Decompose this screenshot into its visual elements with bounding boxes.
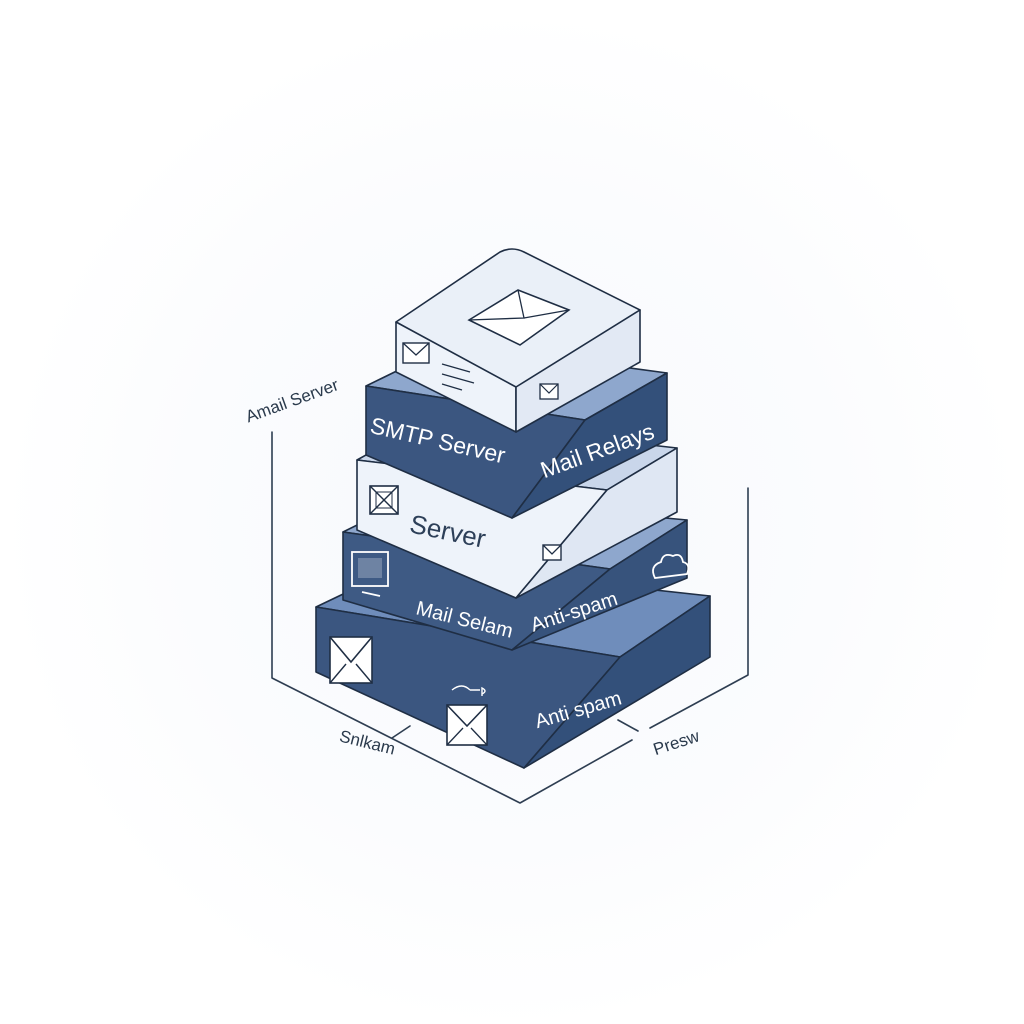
cloud-icon: [652, 553, 690, 579]
layer-smtp-right-face: [511, 372, 668, 519]
envelope-icon: [539, 383, 559, 400]
monitor-icon: [351, 551, 389, 597]
label-snlkam: Snlkam: [338, 727, 398, 759]
envelope-icon: [467, 289, 571, 346]
right-bracket-line: [649, 487, 749, 729]
envelope-icon: [329, 636, 373, 684]
envelope-x-icon: [369, 485, 399, 515]
guide-lines: [271, 431, 749, 804]
left-bracket-line: [271, 431, 633, 804]
layer-mail-selam-right-face: [511, 519, 688, 651]
label-amail-server: Amail Server: [243, 375, 341, 426]
envelope-icon: [542, 544, 562, 561]
layer-top-box: [395, 248, 641, 433]
envelope-flag-icon: [446, 685, 488, 746]
right-bottom-tick: [617, 719, 639, 732]
left-bottom-tick: [391, 725, 411, 739]
text-lines-icon: [441, 363, 475, 391]
layer-top-box-right-face: [515, 309, 641, 433]
layer-base-right-face: [523, 595, 711, 769]
label-presw: Presw: [651, 726, 702, 759]
envelope-icon: [402, 342, 430, 364]
